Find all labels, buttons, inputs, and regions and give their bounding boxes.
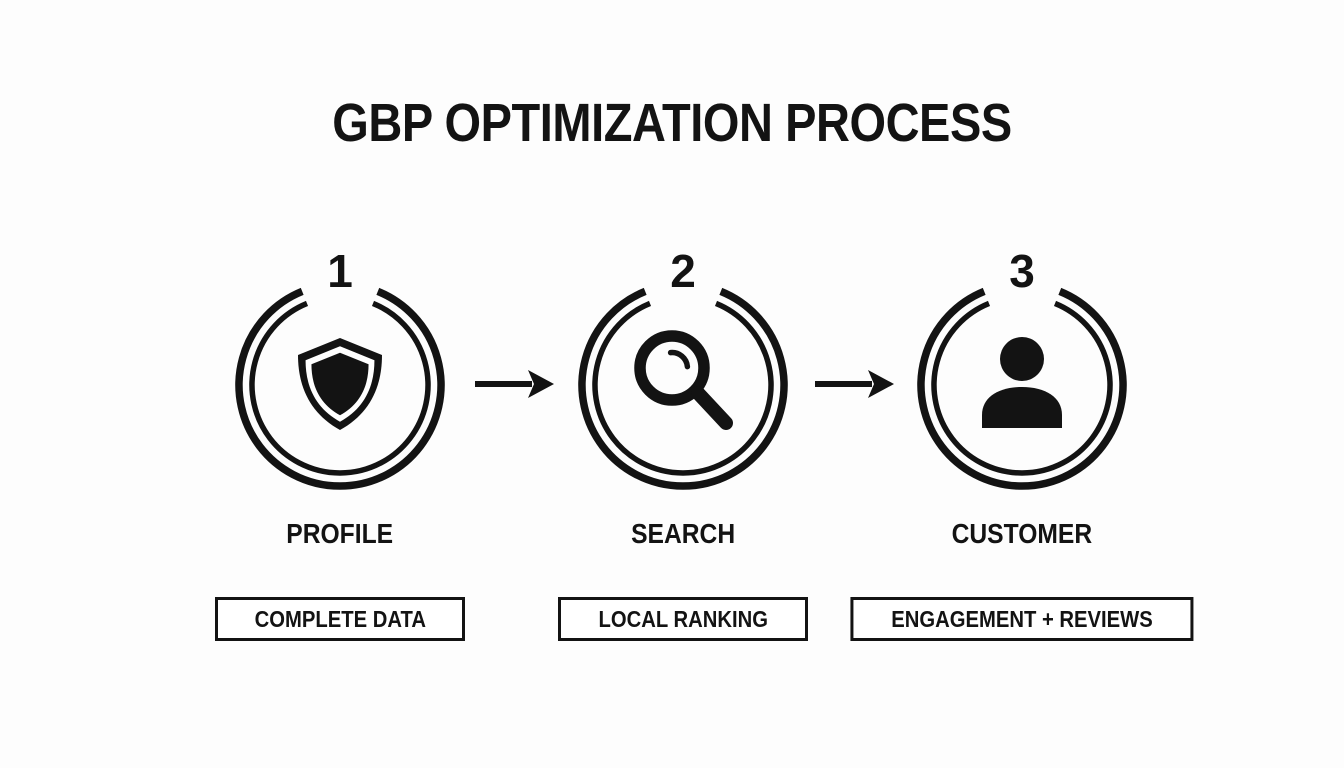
arrow-right-icon	[475, 370, 554, 398]
step-badge	[578, 287, 788, 490]
person-icon	[982, 337, 1062, 428]
step-tag: COMPLETE DATA	[215, 597, 465, 641]
step-profile: 1 PROFILE COMPLETE DATA	[190, 0, 490, 768]
circle-ring-icon	[235, 287, 445, 490]
step-number: 2	[670, 245, 696, 297]
magnifier-icon	[634, 330, 733, 430]
step-number: 1	[327, 245, 353, 297]
circle-ring-icon	[578, 287, 788, 490]
step-search: 2 SEARCH LOCAL RANKING	[533, 0, 833, 768]
step-tag: ENGAGEMENT + REVIEWS	[850, 597, 1194, 641]
arrow-right-icon	[815, 370, 894, 398]
step-label: CUSTOMER	[951, 518, 1093, 549]
step-tag: LOCAL RANKING	[558, 597, 808, 641]
circle-ring-icon	[917, 287, 1127, 490]
step-badge	[235, 287, 445, 490]
step-badge	[917, 287, 1127, 490]
page-title: GBP OPTIMIZATION PROCESS	[332, 93, 1012, 153]
step-number: 3	[1009, 245, 1035, 297]
step-label: PROFILE	[286, 518, 394, 549]
step-label: SEARCH	[630, 518, 736, 549]
shield-icon	[298, 338, 382, 430]
step-customer: 3 CUSTOMER ENGAGEMENT + REVIEWS	[850, 0, 1194, 768]
